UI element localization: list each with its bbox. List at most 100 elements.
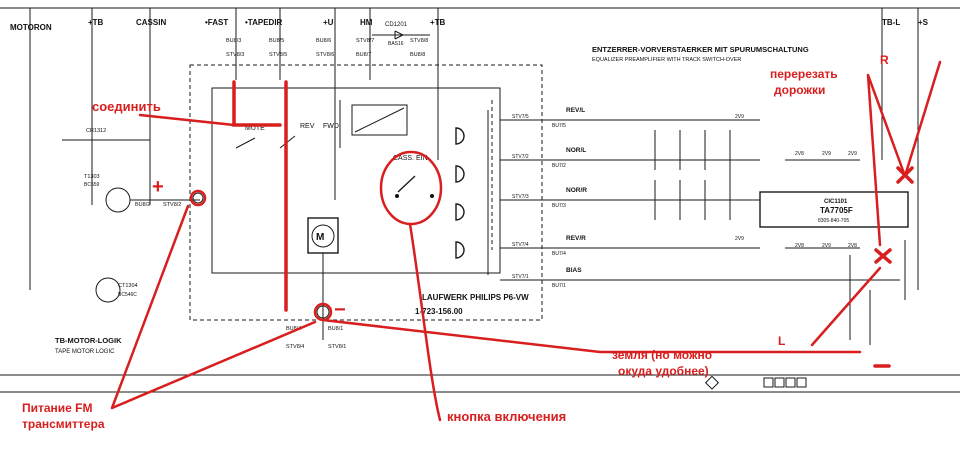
cass-ein-switch — [397, 175, 416, 193]
conn-stv84: STV8/4 — [286, 344, 304, 350]
red-trace-connect — [232, 80, 288, 312]
label-u: +U — [323, 18, 334, 27]
cass-ein-contact-b — [430, 194, 434, 198]
annot-ground-2: окуда удобнее) — [618, 364, 709, 378]
relay-coil — [351, 104, 408, 136]
conn-bu82: BU8/2 — [135, 202, 150, 208]
annot-connect: соединить — [92, 99, 161, 114]
connector-bu87: BU8/7 — [356, 52, 371, 58]
red-cross-l — [874, 248, 892, 264]
out-revl: REV/L — [566, 107, 585, 114]
label-fast: •FAST — [205, 18, 228, 27]
out-bias-bu: BU7/1 — [552, 283, 566, 289]
label-motoron: MOTORON — [10, 23, 52, 32]
ic-v6: 2V8 — [848, 243, 857, 249]
output-lines — [500, 119, 900, 281]
out-revl-bu: BU7/5 — [552, 123, 566, 129]
deck-module-border — [189, 64, 543, 321]
red-cross-r — [896, 166, 914, 184]
title-de: ENTZERRER-VORVERSTAERKER MIT SPURUMSCHAL… — [592, 45, 809, 54]
red-arrows-cut — [866, 60, 942, 247]
logic-en: TAPE MOTOR LOGIC — [55, 349, 115, 355]
out-norl-stv: STV7/2 — [512, 154, 529, 160]
annot-l: L — [778, 334, 785, 348]
cass-ein-contact-a — [395, 194, 399, 198]
connector-bu86: BU8/6 — [316, 38, 331, 44]
diode-type: BAS16 — [388, 41, 404, 47]
connector-bu88: BU8/8 — [410, 52, 425, 58]
connector-stv88: STV8/8 — [410, 38, 428, 44]
conn-bu81: BU8/1 — [328, 326, 343, 332]
ic-type: TA7705F — [820, 206, 853, 215]
motor-letter: M — [316, 232, 324, 243]
ic-v8: 2V9 — [735, 236, 744, 242]
out-revl-stv: STV7/5 — [512, 114, 529, 120]
label-tbl: TB-L — [882, 18, 900, 27]
label-rev: REV — [300, 123, 315, 130]
label-tb2: +TB — [430, 18, 446, 27]
logic-de: TB-MOTOR-LOGIK — [55, 336, 122, 345]
out-revr-stv: STV7/4 — [512, 242, 529, 248]
annot-r: R — [880, 53, 889, 67]
red-arrow-switch — [408, 222, 442, 422]
eq-components — [654, 130, 906, 345]
out-norr-stv: STV7/3 — [512, 194, 529, 200]
connector-stv83: STV8/3 — [226, 52, 244, 58]
connector-stv85: STV8/5 — [269, 52, 287, 58]
res-cr1312: CR1312 — [86, 128, 106, 134]
annot-cut-2: дорожки — [774, 83, 825, 97]
out-revr-bu: BU7/4 — [552, 251, 566, 257]
t1303-ref: T1303 — [84, 174, 100, 180]
out-norl-bu: BU7/2 — [552, 163, 566, 169]
motor-icon — [311, 224, 335, 248]
label-hm: HM — [360, 18, 373, 27]
label-cass-ein: CASS. EIN — [393, 155, 428, 162]
annot-minus: − — [334, 299, 346, 321]
out-bias: BIAS — [566, 267, 582, 274]
connector-stv87: STV8/7 — [356, 38, 374, 44]
red-ellipse-switch — [379, 150, 443, 226]
ic-part: 8305-840-705 — [818, 218, 849, 224]
ic-v2: 2V9 — [822, 151, 831, 157]
deck-part: 1-723-156.00 — [415, 307, 463, 316]
ic-ref: CIC1101 — [824, 199, 848, 205]
out-norr-bu: BU7/3 — [552, 203, 566, 209]
annot-cut-1: перерезать — [770, 67, 838, 81]
label-cassin: CASSIN — [136, 18, 166, 27]
red-arrow-connect — [138, 113, 236, 127]
label-tapedir: •TAPEDIR — [245, 18, 283, 27]
out-bias-stv: STV7/1 — [512, 274, 529, 280]
label-tb: +TB — [88, 18, 104, 27]
transistor-t1303 — [105, 187, 131, 213]
ct1304-ref: CT1304 — [118, 283, 138, 289]
conn-bu82-pin — [192, 192, 204, 204]
relay-diag — [354, 107, 405, 133]
annot-ground-1: земля (но можно — [612, 348, 712, 362]
red-arrow-power — [110, 204, 317, 410]
red-circle-plus — [189, 189, 207, 207]
out-norl: NOR/L — [566, 147, 586, 154]
conn-stv82: STV8/2 — [163, 202, 181, 208]
label-s: +S — [918, 18, 929, 27]
ic-v1: 2V8 — [795, 151, 804, 157]
label-mute: MUTE — [245, 125, 265, 132]
out-revr: REV/R — [566, 235, 586, 242]
annot-button: кнопка включения — [447, 409, 566, 424]
ic-body — [759, 191, 909, 228]
conn-bu81-pin — [316, 305, 330, 319]
connector-bu85: BU8/5 — [269, 38, 284, 44]
annot-power-1: Питание FM — [22, 401, 93, 415]
connector-stv86: STV8/6 — [316, 52, 334, 58]
red-line-ground — [321, 318, 862, 354]
diode-symbol — [372, 30, 430, 40]
deck-name: LAUFWERK PHILIPS P6-VW — [422, 293, 529, 302]
ic-v7: 2V9 — [735, 114, 744, 120]
conn-stv81: STV8/1 — [328, 344, 346, 350]
annot-plus: + — [152, 176, 164, 198]
label-fwd: FWD — [323, 123, 339, 130]
transistor-ct1304 — [95, 277, 121, 303]
connector-bu83: BU8/3 — [226, 38, 241, 44]
title-en: EQUALIZER PREAMPLIFIER WITH TRACK SWITCH… — [592, 57, 741, 63]
bottom-markers — [704, 375, 807, 390]
